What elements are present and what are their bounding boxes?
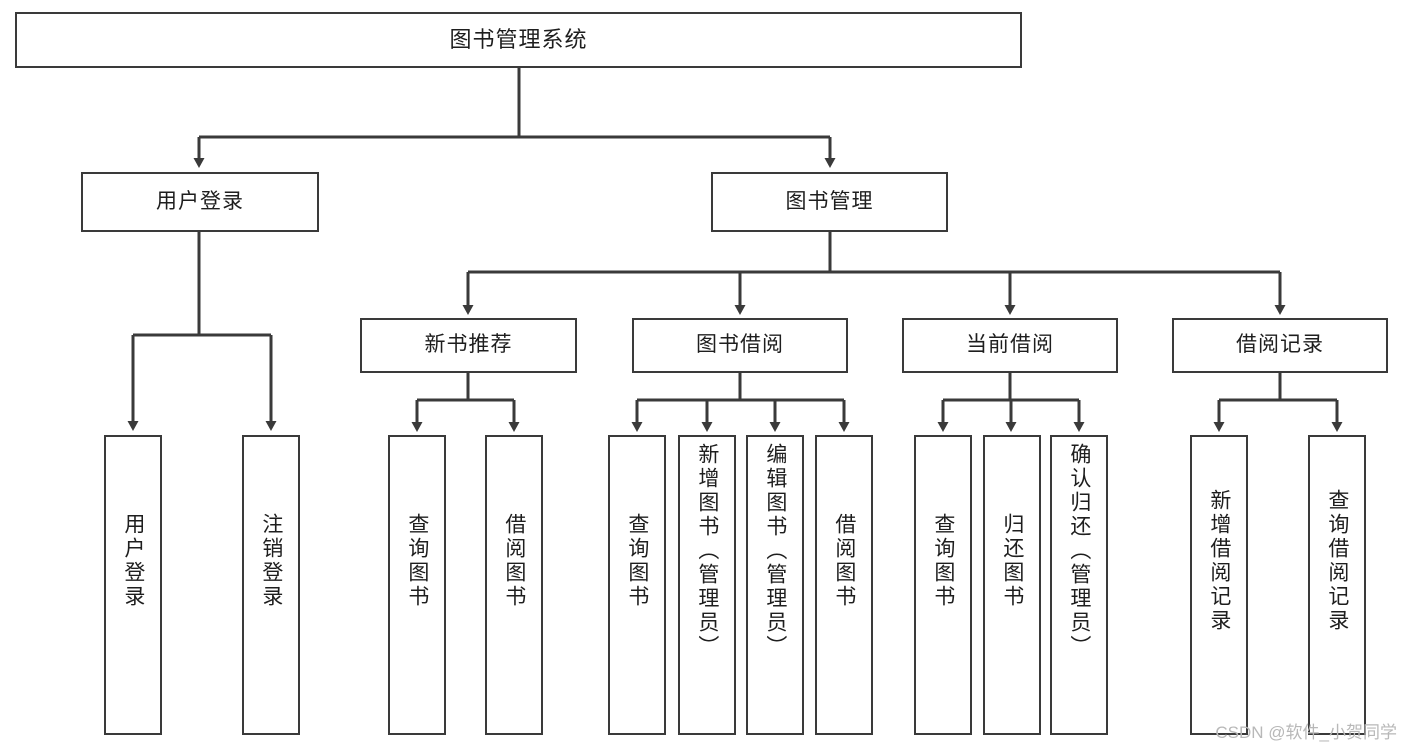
node-borrow-record[interactable]: 借阅记录 xyxy=(1172,318,1388,373)
node-label: 新书推荐 xyxy=(424,333,513,357)
node-leaf-query-record[interactable]: 查询借阅记录 xyxy=(1308,435,1366,735)
node-leaf-logout-login[interactable]: 注销登录 xyxy=(242,435,300,735)
node-leaf-query-book-1[interactable]: 查询图书 xyxy=(388,435,446,735)
node-leaf-edit-book[interactable]: 编辑图书（管理员） xyxy=(746,435,804,735)
node-leaf-add-book[interactable]: 新增图书（管理员） xyxy=(678,435,736,735)
node-root-system[interactable]: 图书管理系统 xyxy=(15,12,1022,68)
node-book-management[interactable]: 图书管理 xyxy=(711,172,948,232)
node-label: 图书借阅 xyxy=(696,333,784,357)
node-label: 图书管理 xyxy=(785,189,874,213)
node-leaf-user-login[interactable]: 用户登录 xyxy=(104,435,162,735)
node-book-borrow[interactable]: 图书借阅 xyxy=(632,318,848,373)
node-label: 新增图书（管理员） xyxy=(695,443,719,659)
node-label: 查询借阅记录 xyxy=(1325,489,1349,633)
node-label: 查询图书 xyxy=(405,513,429,609)
node-label: 归还图书 xyxy=(1000,513,1024,609)
node-new-book-recommend[interactable]: 新书推荐 xyxy=(360,318,577,373)
node-leaf-borrow-book-1[interactable]: 借阅图书 xyxy=(485,435,543,735)
node-label: 编辑图书（管理员） xyxy=(763,443,787,659)
node-label: 新增借阅记录 xyxy=(1207,489,1231,633)
node-label: 用户登录 xyxy=(156,189,244,213)
node-leaf-confirm-return[interactable]: 确认归还（管理员） xyxy=(1050,435,1108,735)
node-leaf-query-book-3[interactable]: 查询图书 xyxy=(914,435,972,735)
node-label: 借阅记录 xyxy=(1236,333,1324,357)
node-leaf-borrow-book-2[interactable]: 借阅图书 xyxy=(815,435,873,735)
node-leaf-query-book-2[interactable]: 查询图书 xyxy=(608,435,666,735)
node-user-login[interactable]: 用户登录 xyxy=(81,172,319,232)
node-label: 查询图书 xyxy=(625,513,649,609)
node-label: 借阅图书 xyxy=(832,513,856,609)
node-label: 借阅图书 xyxy=(502,513,526,609)
node-current-borrow[interactable]: 当前借阅 xyxy=(902,318,1118,373)
node-label: 当前借阅 xyxy=(966,333,1054,357)
node-leaf-add-record[interactable]: 新增借阅记录 xyxy=(1190,435,1248,735)
node-label: 注销登录 xyxy=(259,513,283,609)
watermark-text: CSDN @软件_小贺同学 xyxy=(1215,723,1397,742)
node-label: 用户登录 xyxy=(121,513,145,609)
node-label: 图书管理系统 xyxy=(449,27,588,53)
node-leaf-return-book[interactable]: 归还图书 xyxy=(983,435,1041,735)
node-label: 查询图书 xyxy=(931,513,955,609)
node-label: 确认归还（管理员） xyxy=(1067,443,1091,659)
